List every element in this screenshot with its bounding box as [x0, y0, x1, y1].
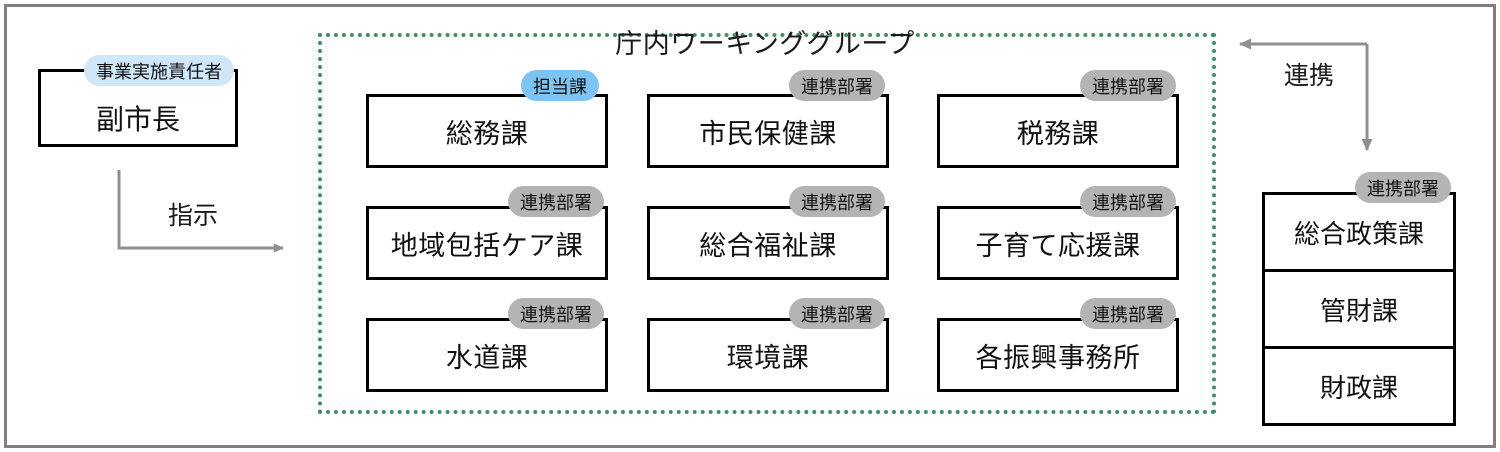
dept-label: 総務課: [445, 118, 529, 149]
partner-stack-badge: 連携部署: [1355, 172, 1451, 203]
dept-badge-primary: 担当課: [521, 70, 599, 101]
stack-label: 管財課: [1319, 295, 1398, 326]
dept-badge-partner: 連携部署: [1080, 70, 1176, 101]
dept-label: 子育て応援課: [975, 230, 1141, 261]
instruction-arrow-label: 指示: [168, 202, 219, 230]
dept-badge-partner: 連携部署: [789, 298, 885, 329]
stack-row[interactable]: 財政課: [1265, 349, 1453, 423]
dept-badge-partner: 連携部署: [508, 186, 604, 217]
dept-box[interactable]: 地域包括ケア課: [366, 206, 608, 280]
stack-row[interactable]: 総合政策課: [1265, 195, 1453, 272]
partner-stack: 総合政策課 管財課 財政課: [1262, 192, 1456, 426]
dept-badge-partner: 連携部署: [1080, 186, 1176, 217]
working-group-title: 庁内ワーキンググループ: [615, 29, 915, 59]
dept-box[interactable]: 税務課: [937, 94, 1179, 168]
dept-label: 水道課: [445, 342, 529, 373]
dept-box[interactable]: 子育て応援課: [937, 206, 1179, 280]
dept-label: 総合福祉課: [699, 230, 837, 261]
dept-badge-partner: 連携部署: [789, 186, 885, 217]
working-group-container: [318, 33, 1216, 414]
dept-label: 地域包括ケア課: [390, 230, 584, 261]
dept-box[interactable]: 各振興事務所: [937, 318, 1179, 392]
stack-label: 財政課: [1319, 372, 1398, 403]
stack-label: 総合政策課: [1293, 218, 1424, 249]
dept-badge-partner: 連携部署: [508, 298, 604, 329]
dept-box[interactable]: 総務課: [366, 94, 608, 168]
cooperation-arrow-label: 連携: [1284, 62, 1335, 90]
dept-label: 税務課: [1016, 118, 1100, 149]
dept-badge-partner: 連携部署: [789, 70, 885, 101]
vice-mayor-label: 副市長: [95, 104, 180, 135]
dept-label: 各振興事務所: [975, 342, 1141, 373]
dept-label: 環境課: [726, 342, 810, 373]
dept-box[interactable]: 水道課: [366, 318, 608, 392]
stack-row[interactable]: 管財課: [1265, 272, 1453, 349]
dept-badge-partner: 連携部署: [1080, 298, 1176, 329]
dept-label: 市民保健課: [699, 118, 837, 149]
dept-box[interactable]: 総合福祉課: [647, 206, 889, 280]
dept-box[interactable]: 環境課: [647, 318, 889, 392]
leader-role-badge: 事業実施責任者: [84, 55, 234, 86]
dept-box[interactable]: 市民保健課: [647, 94, 889, 168]
